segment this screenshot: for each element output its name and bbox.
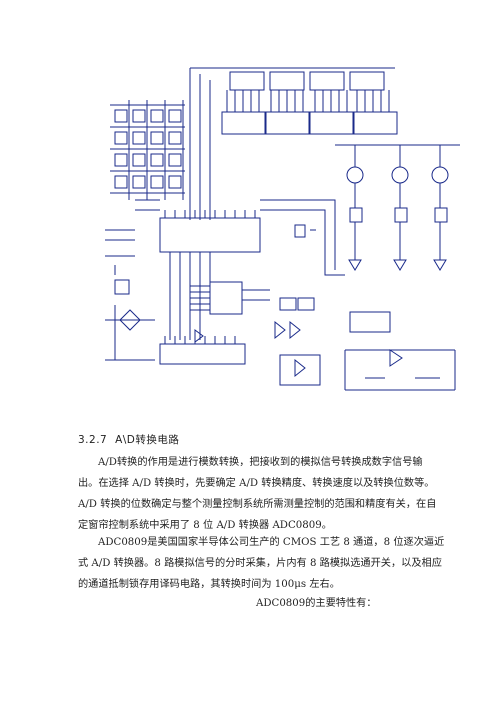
paragraph-line: 式 A/D 转换器。8 路模拟信号的分时采集，片内有 8 路模拟选通开关，以及相… bbox=[78, 558, 442, 569]
paragraph-line: A/D 转换的位数确定与整个测量控制系统所需测量控制的范围和精度有关，在自 bbox=[78, 499, 437, 510]
paragraph-2: ADC0809是美国国家半导体公司生产的 CMOS 工艺 8 通道，8 位逐次逼… bbox=[78, 532, 470, 595]
paragraph-line: A/D转换的作用是进行模数转换，把接收到的模拟信号转换成数字信号输 bbox=[98, 457, 423, 468]
paragraph-line: 的通道抵制锁存用译码电路，其转换时间为 100μs 左右。 bbox=[78, 579, 340, 590]
paragraph-line: 出。在选择 A/D 转换时，先要确定 A/D 转换精度、转换速度以及转换位数等。 bbox=[78, 478, 435, 489]
features-intro: ADC0809的主要特性有： bbox=[256, 598, 377, 609]
paragraph-line: ADC0809是美国国家半导体公司生产的 CMOS 工艺 8 通道，8 位逐次逼… bbox=[98, 537, 445, 548]
section-title: A\D转换电路 bbox=[115, 434, 180, 446]
section-number: 3.2.7 bbox=[78, 434, 108, 446]
section-heading: 3.2.7 A\D转换电路 bbox=[78, 432, 183, 447]
paragraph-line: 定窗帘控制系统中采用了 8 位 A/D 转换器 ADC0809。 bbox=[78, 520, 332, 531]
paragraph-1: A/D转换的作用是进行模数转换，把接收到的模拟信号转换成数字信号输 出。在选择 … bbox=[78, 452, 470, 536]
circuit-schematic bbox=[105, 67, 460, 391]
